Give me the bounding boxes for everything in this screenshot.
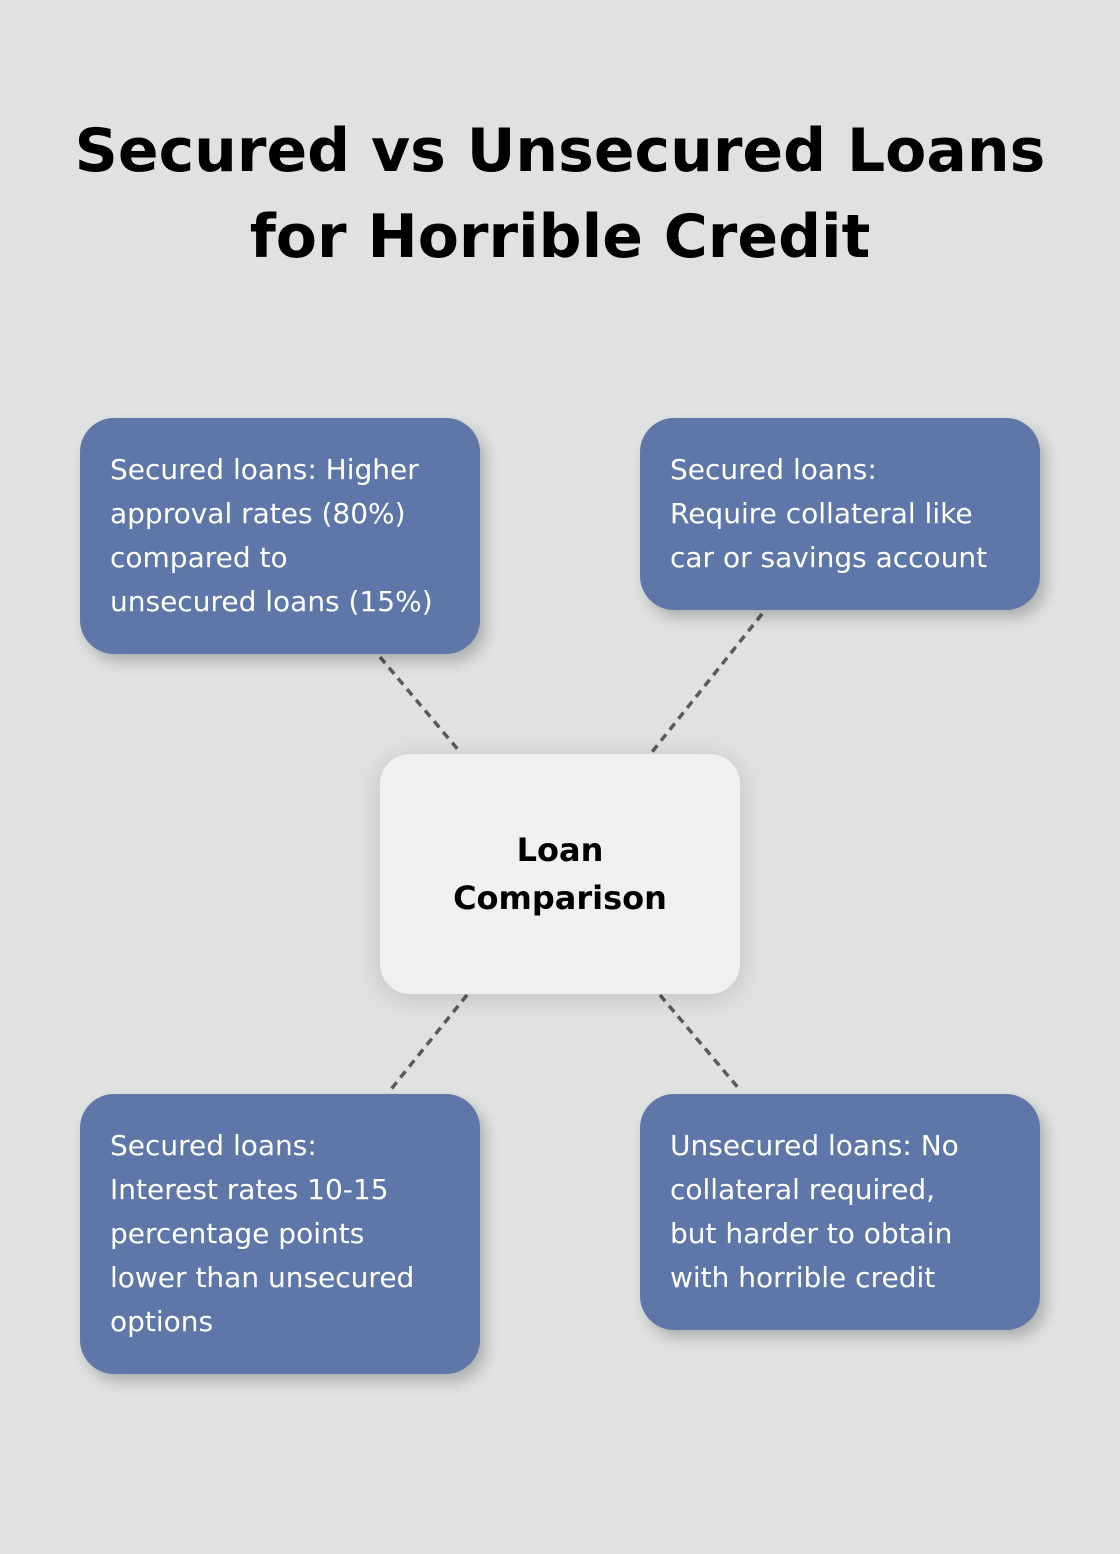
box-line: percentage points <box>110 1217 365 1250</box>
box-line: car or savings account <box>670 541 988 574</box>
box-line: Secured loans: <box>110 1129 317 1162</box>
connector-bottom-right <box>658 993 742 1092</box>
box-line: Interest rates 10-15 <box>110 1173 389 1206</box>
box-approval-rates: Secured loans: Higher approval rates (80… <box>80 418 480 654</box>
title-line-1: Secured vs Unsecured Loans <box>74 116 1046 186</box>
page-title: Secured vs Unsecured Loans for Horrible … <box>0 108 1120 280</box>
box-line: collateral required, <box>670 1173 936 1206</box>
box-line: approval rates (80%) <box>110 497 406 530</box>
box-line: Secured loans: Higher <box>110 453 419 486</box>
box-line: Secured loans: <box>670 453 877 486</box>
center-node: Loan Comparison <box>380 754 740 994</box>
title-line-2: for Horrible Credit <box>249 202 871 272</box>
connector-top-right <box>650 612 764 754</box>
box-line: Require collateral like <box>670 497 973 530</box>
box-line: compared to <box>110 541 288 574</box>
box-line: but harder to obtain <box>670 1217 953 1250</box>
center-line-1: Loan <box>516 831 604 869</box>
box-collateral: Secured loans: Require collateral like c… <box>640 418 1040 610</box>
box-interest-rates: Secured loans: Interest rates 10-15 perc… <box>80 1094 480 1374</box>
connector-top-left <box>378 655 462 754</box>
box-line: with horrible credit <box>670 1261 936 1294</box>
box-line: unsecured loans (15%) <box>110 585 433 618</box>
box-line: Unsecured loans: No <box>670 1129 959 1162</box>
box-line: options <box>110 1305 214 1338</box>
connector-bottom-left <box>386 993 469 1095</box>
box-unsecured: Unsecured loans: No collateral required,… <box>640 1094 1040 1330</box>
center-line-2: Comparison <box>453 879 667 917</box>
box-line: lower than unsecured <box>110 1261 415 1294</box>
